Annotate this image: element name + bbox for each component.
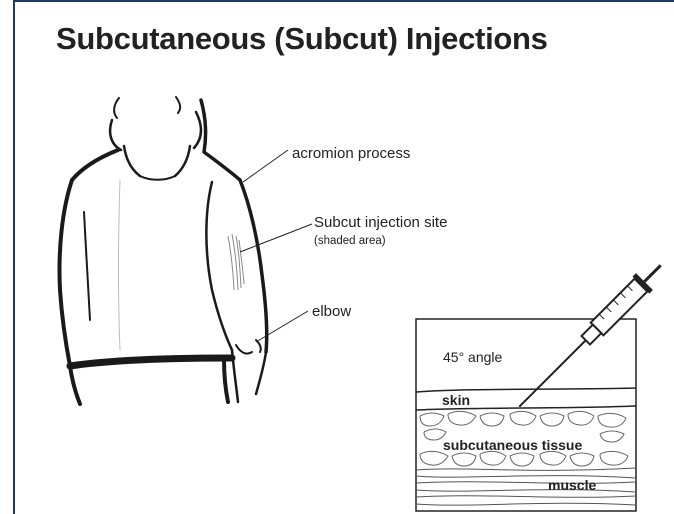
label-injection-site-note: (shaded area): [314, 235, 386, 247]
label-elbow: elbow: [312, 303, 351, 320]
label-45-angle: 45° angle: [443, 349, 502, 365]
collar: [140, 176, 175, 180]
shirt-fold: [119, 180, 121, 350]
hip-left: [70, 366, 80, 404]
label-muscle: muscle: [548, 477, 596, 493]
label-skin: skin: [442, 392, 470, 408]
waistband: [70, 358, 232, 366]
ear-left: [110, 120, 121, 150]
syringe-plunger: [644, 265, 660, 281]
arm-left-inner: [84, 212, 90, 320]
shoulder-left: [72, 150, 118, 180]
shoulder-right-outline: [201, 100, 240, 180]
hair-strand-right: [176, 97, 180, 113]
neck-left: [124, 146, 140, 176]
leader-line-acromion: [243, 150, 288, 182]
torso-left-side: [60, 180, 73, 366]
arm-right-outer: [240, 180, 267, 352]
leader-line-injection-site: [240, 224, 312, 252]
hair-strand-left: [114, 98, 119, 118]
shaded-injection-site: [228, 234, 244, 290]
neck-right: [175, 146, 190, 176]
forearm-outer: [256, 352, 266, 394]
label-subcutaneous-tissue: subcutaneous tissue: [443, 437, 582, 453]
hip-right: [224, 360, 228, 402]
tissue-layers-inset: [416, 257, 669, 511]
ear-right: [194, 112, 201, 148]
label-injection-site: Subcut injection site: [314, 214, 447, 231]
label-acromion-process: acromion process: [292, 145, 410, 162]
elbow-fold: [236, 345, 252, 354]
leader-line-elbow: [256, 311, 308, 342]
arm-right-inner: [206, 182, 232, 350]
